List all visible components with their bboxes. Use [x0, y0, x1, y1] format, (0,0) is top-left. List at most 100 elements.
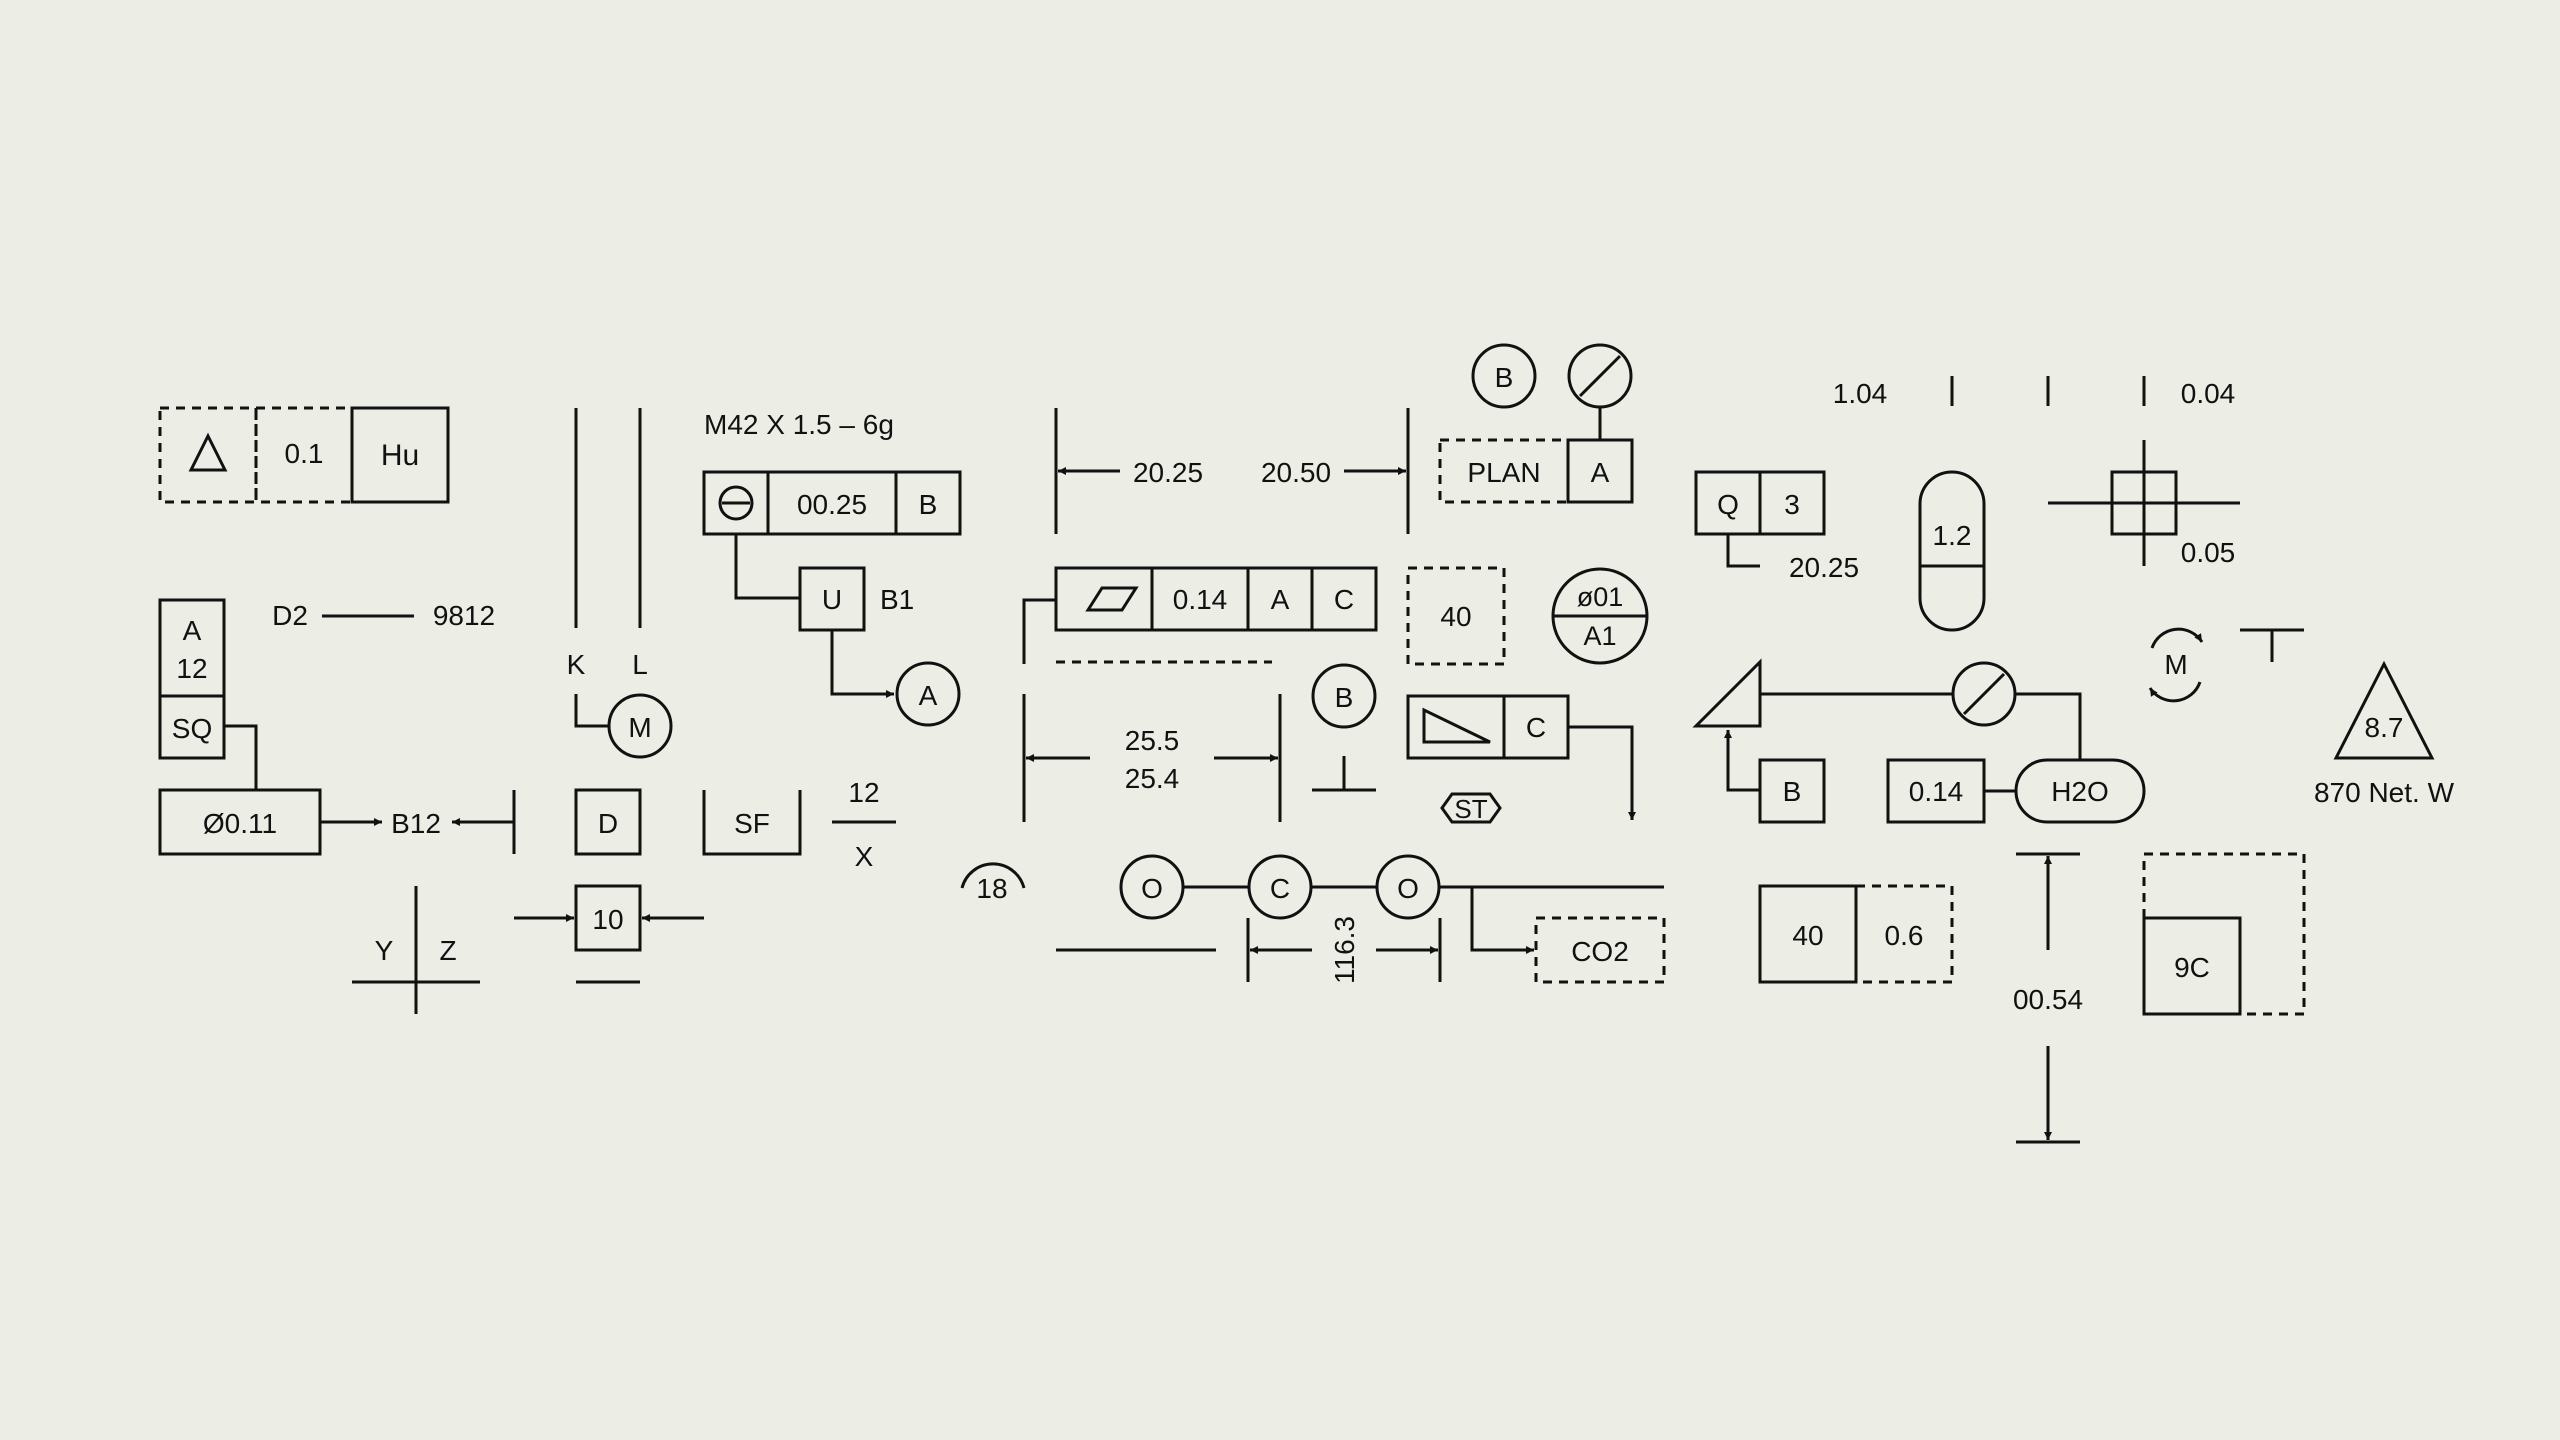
q-box: Q 3 20.25 [1694, 470, 1859, 583]
l-label: L [632, 649, 648, 680]
flatness-datum-c: C [1334, 584, 1354, 615]
stack-number: 12 [176, 653, 207, 684]
triangle-frame: 0.1 Hu [158, 406, 450, 504]
sf-label: SF [734, 808, 770, 839]
d-box: D [574, 788, 642, 856]
flatness-icon [1085, 586, 1139, 612]
y-label: Y [375, 935, 394, 966]
triangle-icon [2333, 660, 2435, 760]
box-40-06: 40 0.6 [1758, 884, 1954, 984]
u-label: U [822, 584, 842, 615]
slope-group: C ST [1406, 694, 1636, 824]
flatness-datum-a: A [1271, 584, 1290, 615]
rotation-icon: M [2148, 627, 2204, 703]
dim-25: 25.5 25.4 [1022, 694, 1282, 822]
top-dims: 1.04 0.04 [1833, 376, 2236, 409]
forty-dashed: 40 [1406, 566, 1506, 666]
chain-o2: O [1397, 873, 1419, 904]
ref-label: B12 [391, 808, 441, 839]
q-label: Q [1717, 489, 1739, 520]
k-label: K [567, 649, 586, 680]
frame-code: Hu [381, 439, 419, 472]
triangle-callout: 8.7 870 Net. W [2314, 660, 2455, 808]
b-bubble-group: B [1311, 663, 1377, 792]
dim-lower: 25.4 [1125, 763, 1180, 794]
chain-dim: 116.3 [1329, 916, 1360, 984]
thread-callout: M42 X 1.5 – 6g [704, 409, 894, 440]
weld-tol: 0.14 [1909, 776, 1964, 807]
circle-with-bar-icon [718, 485, 754, 521]
stack-letter: A [183, 615, 202, 646]
top-dim-right: 0.04 [2181, 378, 2236, 409]
weld-h2o: H2O [2051, 776, 2109, 807]
plan-label: PLAN [1467, 457, 1540, 488]
perpendicular-icon [2240, 628, 2304, 662]
split-circle: ø01 A1 [1551, 567, 1649, 665]
slope-datum: C [1526, 712, 1546, 743]
z-label: Z [439, 935, 456, 966]
weld-group: B 0.14 H2O [1692, 658, 2146, 824]
d2-line: D2 9812 [272, 600, 495, 631]
weld-b: B [1783, 776, 1802, 807]
plan-datum: A [1591, 457, 1610, 488]
box-40: 40 [1792, 920, 1823, 951]
stack-group: A 12 SQ Ø0.11 B12 [158, 598, 516, 856]
d2-value: 9812 [433, 600, 495, 631]
arc-18: 18 [960, 862, 1026, 904]
nine-c-label: 9C [2174, 952, 2210, 983]
b1-label: B1 [880, 584, 914, 615]
chain-c: C [1270, 873, 1290, 904]
triangle-value: 8.7 [2365, 712, 2404, 743]
chain-o1: O [1141, 873, 1163, 904]
triangle-icon [188, 432, 228, 472]
dim-right: 20.50 [1261, 457, 1331, 488]
diameter-value: Ø0.11 [203, 808, 277, 839]
plan-bubble: B [1495, 362, 1514, 393]
rotation-label: M [2164, 649, 2187, 680]
forty-label: 40 [1440, 601, 1471, 632]
split-top: ø01 [1577, 582, 1624, 612]
perpendicular-icon [1312, 756, 1376, 792]
vertical-dim-value: 00.54 [2013, 984, 2083, 1015]
capsule-value: 1.2 [1933, 520, 1972, 551]
ten-box: 10 [514, 884, 704, 984]
yz-cross: Y Z [352, 886, 480, 1014]
box-06: 0.6 [1885, 920, 1924, 951]
nine-c-box: 9C [2142, 852, 2306, 1016]
b-bubble-label: B [1335, 682, 1354, 713]
dim-upper: 25.5 [1125, 725, 1180, 756]
kl-group: K L M [567, 408, 673, 759]
dim-20: 20.25 20.50 [1054, 408, 1410, 534]
capsule: 1.2 [1918, 470, 1986, 632]
flatness-fcf: 0.14 A C [1022, 566, 1378, 664]
m-label: M [628, 712, 651, 743]
ten-label: 10 [592, 904, 623, 935]
sf-bracket: SF [702, 790, 802, 856]
no-diameter-icon [1951, 661, 2017, 727]
q-dim: 20.25 [1789, 552, 1859, 583]
st-label: ST [1454, 794, 1487, 824]
fraction-den: X [855, 841, 874, 872]
thread-group: M42 X 1.5 – 6g 00.25 B U B1 A [702, 409, 962, 727]
crosshair-icon: 0.05 [2048, 440, 2240, 568]
flatness-tolerance: 0.14 [1173, 584, 1228, 615]
plan-group: B PLAN A [1438, 343, 1634, 504]
split-bottom: A1 [1583, 621, 1616, 651]
d2-label: D2 [272, 600, 308, 631]
stack-sq: SQ [172, 713, 212, 744]
q-number: 3 [1784, 489, 1800, 520]
arc-value: 18 [976, 873, 1007, 904]
dim-left: 20.25 [1133, 457, 1203, 488]
chain-group: O C O 116.3 CO2 [1056, 854, 1666, 984]
d-label: D [598, 808, 618, 839]
triangle-caption: 870 Net. W [2314, 777, 2455, 808]
fcf-tolerance: 00.25 [797, 489, 867, 520]
no-diameter-icon [1567, 343, 1633, 409]
fcf-datum: B [919, 489, 938, 520]
slope-icon [1422, 707, 1491, 744]
co2-label: CO2 [1571, 936, 1629, 967]
a-bubble-label: A [919, 680, 938, 711]
top-dim-left: 1.04 [1833, 378, 1888, 409]
fraction-num: 12 [848, 777, 879, 808]
